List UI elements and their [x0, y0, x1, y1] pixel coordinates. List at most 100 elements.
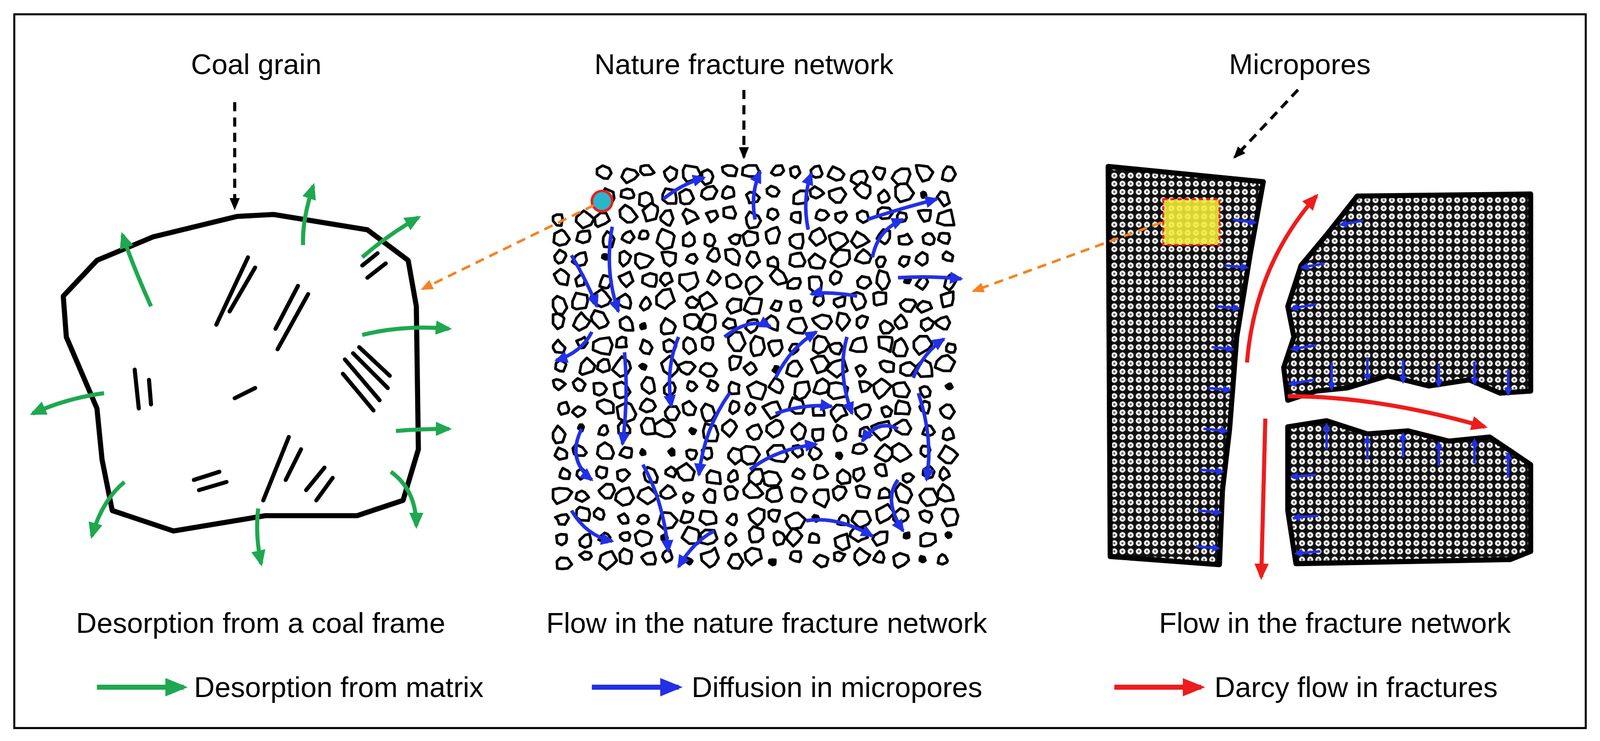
network-grain [558, 401, 570, 415]
network-grain [813, 554, 828, 567]
network-grain [552, 339, 566, 353]
network-grain [552, 425, 566, 443]
svg-part [229, 267, 256, 312]
svg-part [134, 369, 139, 409]
network-grain [809, 276, 822, 293]
network-grain [809, 228, 826, 246]
network-grain [768, 340, 782, 356]
legend-arrow [1114, 684, 1202, 690]
network-grain [940, 291, 954, 307]
network-grain [790, 212, 801, 223]
network-grain [556, 533, 567, 545]
network-grain [836, 312, 851, 331]
micropore-arrow [1232, 219, 1255, 223]
desorption-arrow [390, 471, 417, 526]
network-grain [641, 551, 656, 564]
network-grain [748, 526, 763, 543]
network-grain [808, 253, 825, 269]
network-grain [876, 256, 886, 268]
network-grain [552, 487, 572, 504]
network-grain [726, 298, 742, 313]
micropore-arrow [1437, 442, 1441, 466]
diffusion-arrow [811, 292, 858, 296]
network-grain [786, 360, 803, 377]
network-grain [945, 383, 953, 389]
network-grain [642, 273, 657, 287]
fracture-network [552, 165, 958, 570]
network-grain [813, 378, 830, 394]
network-grain [640, 165, 655, 175]
network-grain [879, 360, 895, 372]
network-grain [615, 487, 634, 506]
svg-part [277, 293, 309, 350]
svg-part [275, 285, 298, 329]
diffusion-arrow [609, 226, 619, 312]
network-grain [572, 292, 588, 310]
network-grain [834, 533, 850, 550]
scaled-layer [14, 14, 1586, 728]
network-grain [726, 513, 737, 525]
network-grain [663, 166, 677, 182]
matrix-block [1108, 166, 1264, 565]
network-grain [919, 555, 926, 562]
network-grain [681, 526, 700, 544]
network-grain [771, 300, 782, 311]
network-grain [790, 166, 801, 178]
network-grain [810, 165, 822, 178]
network-grain [707, 270, 721, 285]
svg-part [343, 373, 374, 411]
network-grain [686, 254, 698, 264]
network-grain [593, 382, 607, 395]
network-grain [853, 467, 865, 481]
network-grain [556, 557, 572, 569]
micropore-arrow [1402, 433, 1405, 458]
coal-grain [63, 214, 419, 531]
network-grain [704, 233, 716, 246]
network-grain [728, 553, 743, 569]
network-grain [919, 386, 931, 397]
network-grain [942, 427, 954, 440]
network-grain [703, 488, 715, 503]
network-grain [723, 206, 737, 219]
network-grain [621, 168, 639, 184]
network-grain [668, 448, 674, 456]
diffusion-arrow [576, 428, 592, 480]
micropore-arrow [1204, 428, 1227, 431]
network-grain [833, 424, 847, 441]
network-grain [916, 301, 932, 313]
network-grain [893, 338, 908, 356]
network-grain [740, 445, 760, 465]
network-grain [640, 448, 646, 455]
micropore-arrow [1198, 510, 1221, 513]
network-grain [594, 212, 610, 227]
diffusion-arrow [775, 405, 832, 414]
network-grain [766, 186, 780, 197]
network-grain [552, 379, 566, 390]
network-grain [640, 323, 646, 329]
zoom-arrow [973, 222, 1162, 291]
network-grain [835, 211, 847, 223]
network-grain [616, 336, 627, 348]
diffusion-arrow [891, 479, 904, 531]
network-grain [682, 208, 699, 224]
network-grain [766, 419, 783, 437]
svg-part [359, 347, 391, 376]
network-grain [830, 249, 851, 267]
network-grain [854, 182, 870, 199]
network-grain [936, 191, 950, 206]
diffusion-arrow [913, 338, 944, 378]
network-grain [699, 510, 716, 525]
network-grain [767, 208, 779, 220]
network-grain [765, 227, 780, 244]
network-grain [809, 533, 820, 543]
network-grain [768, 509, 780, 521]
network-grain [677, 361, 696, 375]
svg-part [285, 448, 302, 480]
network-grain [895, 400, 910, 414]
network-grain [634, 530, 652, 546]
zoom-arrow [422, 204, 594, 289]
network-grain [687, 381, 698, 391]
network-grain [593, 507, 605, 520]
panel-heading: Coal grain [191, 48, 322, 80]
network-grain [640, 339, 653, 354]
